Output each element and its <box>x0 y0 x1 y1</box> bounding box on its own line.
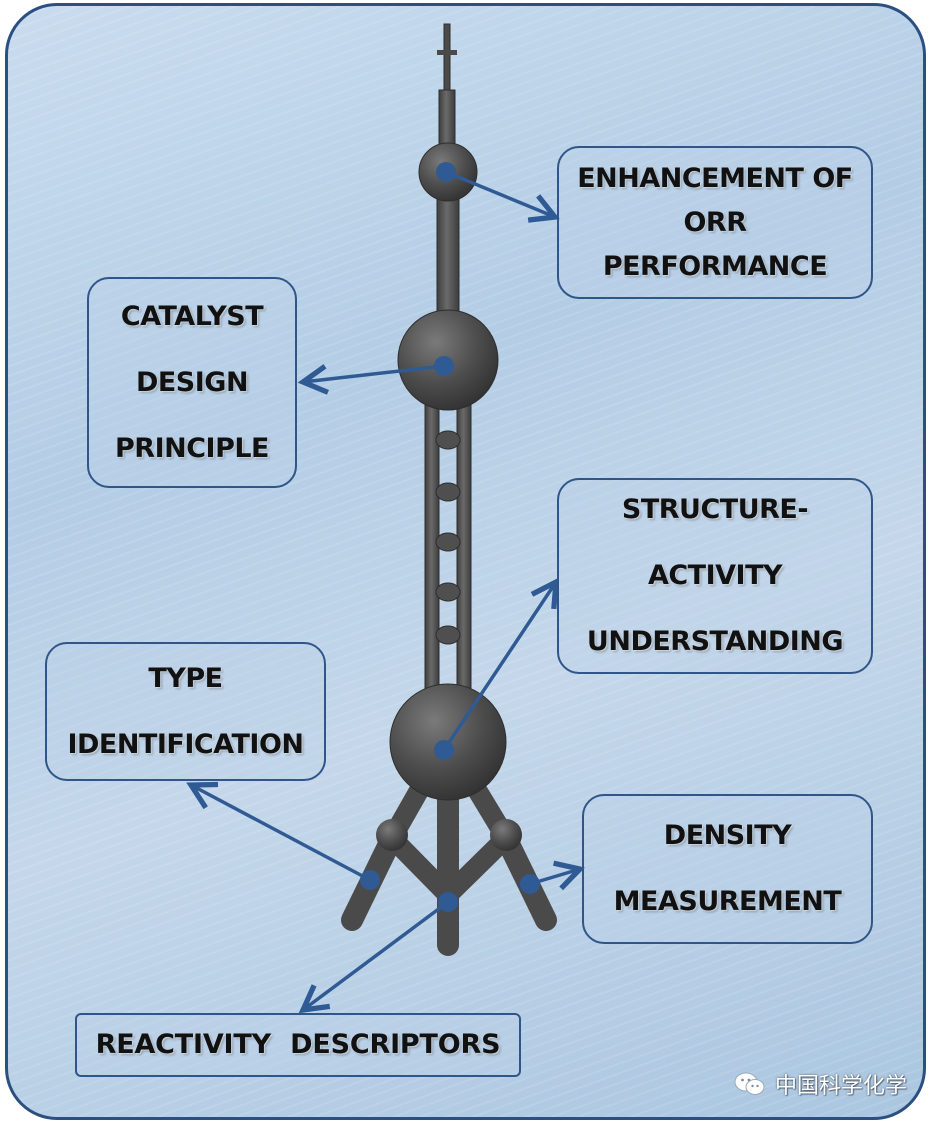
tower <box>341 23 557 956</box>
catalyst-label: CATALYST DESIGN PRINCIPLE <box>114 300 270 464</box>
node-left-leg <box>360 870 380 890</box>
arrow-to-type <box>191 785 371 882</box>
node-bottom-sphere <box>434 740 454 760</box>
node-right-leg <box>520 874 540 894</box>
antenna-crossbar <box>437 50 457 55</box>
type-box: TYPE IDENTIFICATION <box>45 642 326 781</box>
connector-nodes <box>360 162 540 912</box>
ladder-rungs <box>435 430 461 645</box>
node-top-sphere <box>436 162 456 182</box>
arrow-to-catalyst <box>303 366 445 382</box>
ladder-rung <box>435 582 461 602</box>
ladder-rung <box>435 430 461 450</box>
antenna-base <box>438 89 456 151</box>
connector-arrows <box>191 170 580 1010</box>
watermark: 中国科学化学 <box>733 1068 907 1100</box>
ladder-rung <box>435 532 461 552</box>
reactivity-box: REACTIVITY DESCRIPTORS <box>75 1013 521 1077</box>
catalyst-box: CATALYST DESIGN PRINCIPLE <box>87 277 297 488</box>
density-box: DENSITY MEASUREMENT <box>582 794 873 944</box>
arrow-to-structure <box>442 582 556 751</box>
right-leg-joint <box>490 819 522 851</box>
left-leg-joint <box>376 819 408 851</box>
enhancement-box: ENHANCEMENT OF ORR PERFORMANCE <box>557 146 873 299</box>
antenna <box>443 23 451 95</box>
structure-box: STRUCTURE- ACTIVITY UNDERSTANDING <box>557 478 873 674</box>
reactivity-label: REACTIVITY DESCRIPTORS <box>95 1029 501 1060</box>
upper-shaft <box>436 189 460 331</box>
ladder-rung <box>435 625 461 645</box>
tower-legs <box>341 770 557 956</box>
watermark-text: 中国科学化学 <box>774 1074 907 1099</box>
node-middle-sphere <box>434 356 454 376</box>
wechat-icon <box>734 1072 765 1095</box>
type-label: TYPE IDENTIFICATION <box>67 662 304 760</box>
density-label: DENSITY MEASUREMENT <box>613 820 842 917</box>
ladder-rung <box>435 482 461 502</box>
arrow-to-reactivity <box>303 900 450 1010</box>
node-center-leg <box>438 892 458 912</box>
arrow-to-enhancement <box>445 170 555 217</box>
enhancement-label: ENHANCEMENT OF ORR PERFORMANCE <box>577 162 853 282</box>
structure-label: STRUCTURE- ACTIVITY UNDERSTANDING <box>586 494 844 657</box>
